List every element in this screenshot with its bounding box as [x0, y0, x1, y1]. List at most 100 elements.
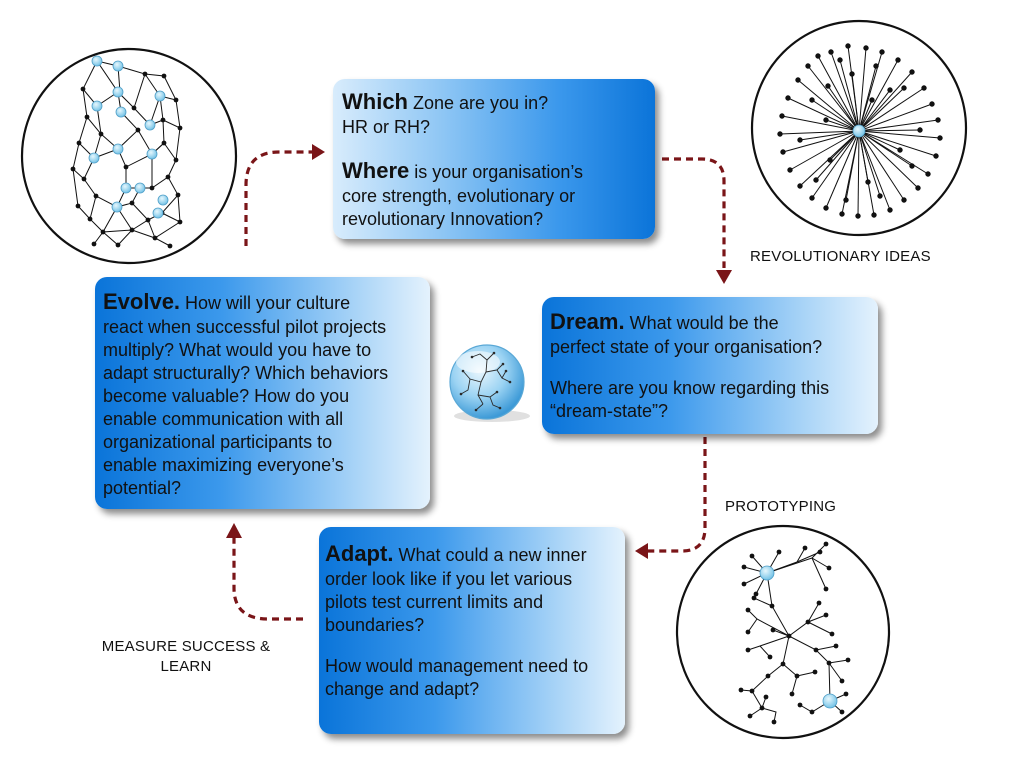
adapt-line-3: pilots test current limits and: [325, 592, 544, 613]
star-spoke: [825, 130, 860, 209]
star-leaf-node: [929, 101, 935, 107]
star-spoke: [858, 130, 891, 211]
star-leaf-node: [921, 85, 927, 91]
evolve-line-3: multiply? What would you have to: [103, 340, 372, 361]
arrowhead-up: [226, 523, 242, 538]
star-leaf-node: [780, 149, 786, 155]
star-spoke: [829, 130, 860, 161]
star-leaf-node: [937, 135, 943, 141]
star-leaf-node: [855, 213, 861, 219]
star-spoke: [858, 71, 913, 132]
evolve-line-4: adapt structurally? Which behaviors: [103, 363, 389, 384]
star-spoke: [858, 130, 905, 201]
star-leaf-node: [865, 179, 871, 185]
star-leaf-node: [837, 57, 843, 63]
star-spoke: [789, 130, 860, 171]
evolve-line-1: How will your culture: [180, 293, 351, 313]
star-spoke: [858, 130, 881, 197]
arrowhead-right: [312, 144, 325, 160]
star-leaf-node: [797, 183, 803, 189]
star-spoke: [858, 47, 867, 132]
star-spoke: [858, 130, 937, 157]
arrowhead-left: [635, 543, 648, 559]
flow-arrows: [232, 150, 726, 621]
star-spoke: [858, 130, 941, 139]
star-spoke: [779, 130, 860, 135]
star-spoke: [858, 130, 901, 151]
evolve-box: Evolve. How will your culture react when…: [95, 277, 430, 509]
star-leaf-node: [777, 131, 783, 137]
where-line-3: revolutionary Innovation?: [342, 209, 544, 230]
star-leaf-node: [933, 153, 939, 159]
star-leaf-node: [845, 43, 851, 49]
star-spoke: [858, 130, 869, 183]
star-leaf-node: [779, 113, 785, 119]
star-spoke: [830, 51, 860, 132]
star-leaf-node: [897, 147, 903, 153]
star-leaf-node: [809, 195, 815, 201]
star-spoke: [858, 129, 921, 132]
star-leaf-node: [827, 157, 833, 163]
star-leaf-node: [825, 83, 831, 89]
star-spoke: [858, 89, 891, 132]
star-leaf-node: [915, 185, 921, 191]
star-leaf-node: [815, 53, 821, 59]
adapt-paragraph: Adapt. What could a new inner order look…: [325, 540, 615, 637]
evolve-line-6: enable communication with all: [103, 409, 344, 430]
star-leaf-node: [797, 137, 803, 143]
star-spoke: [845, 130, 860, 201]
star-leaf-node: [849, 71, 855, 77]
revolutionary-ideas-label: REVOLUTIONARY IDEAS: [750, 248, 931, 265]
where-line-1: is your organisation’s: [409, 162, 584, 183]
dream-paragraph: Dream. What would be the perfect state o…: [550, 308, 868, 359]
adapt-box: Adapt. What could a new inner order look…: [319, 527, 625, 734]
tree-orb-icon: [449, 344, 530, 422]
star-leaf-node: [843, 197, 849, 203]
star-leaf-node: [863, 45, 869, 51]
arrowhead-down: [716, 270, 732, 284]
star-leaf-node: [813, 177, 819, 183]
star-leaf-node: [925, 171, 931, 177]
star-leaf-node: [869, 97, 875, 103]
arrow-heads: [226, 144, 732, 559]
star-leaf-node: [823, 117, 829, 123]
evolve-line-7: organizational participants to: [103, 432, 333, 453]
star-spoke: [781, 115, 860, 132]
dream-state-paragraph: Where are you know regarding this “dream…: [550, 377, 868, 423]
management-line-2: change and adapt?: [325, 679, 480, 700]
star-spoke: [799, 130, 860, 141]
where-paragraph: Where is your organisation’s core streng…: [342, 157, 645, 231]
star-spoke: [858, 65, 877, 132]
star-leaf-node: [805, 63, 811, 69]
measure-success-label: MEASURE SUCCESS & LEARN: [86, 637, 286, 678]
star-leaf-node: [901, 85, 907, 91]
arrow-dream-to-adapt: [648, 437, 707, 553]
star-spoke: [839, 59, 860, 132]
star-leaf-node: [785, 95, 791, 101]
star-spoke: [858, 119, 939, 132]
star-spoke: [851, 73, 860, 132]
adapt-line-4: boundaries?: [325, 615, 425, 636]
star-spoke: [857, 130, 860, 217]
evolve-line-2: react when successful pilot projects: [103, 317, 387, 338]
star-leaf-node: [935, 117, 941, 123]
dream-lead: Dream.: [550, 309, 625, 334]
where-line-2: core strength, evolutionary or: [342, 186, 576, 207]
star-spoke: [858, 87, 905, 132]
dream-line-1: What would be the: [624, 313, 779, 333]
star-leaf-node: [917, 127, 923, 133]
dream-state-line-2: “dream-state”?: [550, 401, 669, 422]
management-paragraph: How would management need to change and …: [325, 655, 615, 701]
dream-line-2: perfect state of your organisation?: [550, 337, 823, 358]
star-spoke: [858, 130, 919, 189]
star-leaf-node: [828, 49, 834, 55]
adapt-lead: Adapt.: [325, 541, 394, 566]
star-spoke: [858, 59, 899, 132]
dream-state-line-1: Where are you know regarding this: [550, 378, 830, 399]
star-leaf-node: [909, 69, 915, 75]
which-paragraph: Which Zone are you in? HR or RH?: [342, 88, 645, 139]
measure-label-line-1: MEASURE SUCCESS &: [101, 638, 271, 655]
star-leaf-node: [871, 212, 877, 218]
